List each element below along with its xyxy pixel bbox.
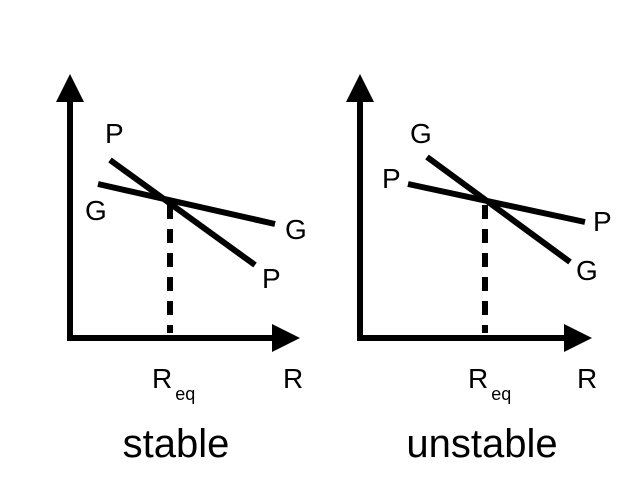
steep-line-start-label: G (410, 118, 432, 149)
shallow-line-end-label: G (285, 214, 307, 245)
panel-caption: stable (123, 422, 230, 466)
shallow-line-start-label: G (85, 195, 107, 226)
x-axis-label: R (283, 363, 303, 394)
panel-caption: unstable (406, 422, 557, 466)
equilibrium-label-main: R (468, 363, 488, 394)
shallow-line-start-label: P (382, 163, 401, 194)
x-axis-arrowhead (272, 324, 300, 352)
equilibrium-label-main: R (152, 363, 172, 394)
x-axis-label: R (577, 363, 597, 394)
shallow-line (97, 181, 276, 227)
shallow-line-end-label: P (593, 206, 612, 237)
steep-line-end-label: P (262, 263, 281, 294)
y-axis-arrowhead (346, 74, 374, 102)
equilibrium-label-subscript: eq (175, 384, 195, 404)
shallow-line (407, 181, 586, 225)
steep-line-end-label: G (576, 255, 598, 286)
steep-line-start-label: P (105, 118, 124, 149)
y-axis-arrowhead (56, 74, 84, 102)
steep-line (425, 154, 572, 265)
equilibrium-label-subscript: eq (491, 384, 511, 404)
steep-line (108, 157, 257, 268)
x-axis-arrowhead (564, 324, 592, 352)
